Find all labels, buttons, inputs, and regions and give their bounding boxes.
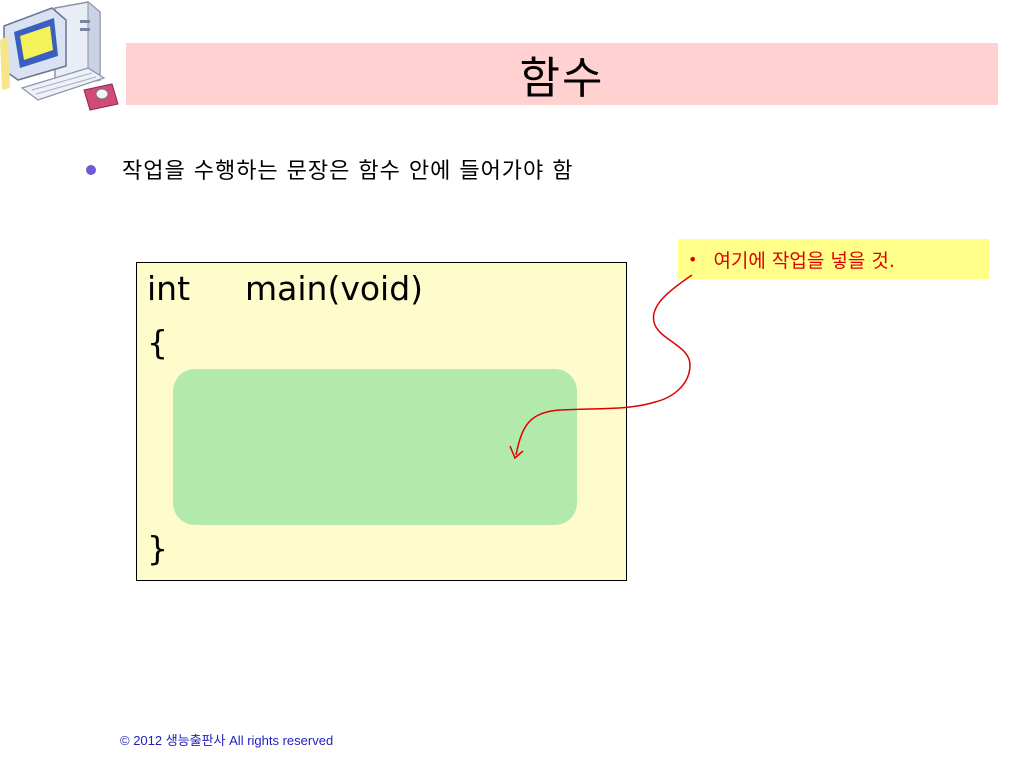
footer-copyright: © 2012 생능출판사 All rights reserved <box>120 733 334 748</box>
function-body-area <box>173 369 577 525</box>
computer-clipart-icon <box>0 0 119 111</box>
code-close-brace: } <box>147 529 168 568</box>
callout-box: • 여기에 작업을 넣을 것. <box>678 239 989 279</box>
code-keyword: int <box>147 269 191 308</box>
bullet-dot-icon <box>86 165 96 175</box>
code-open-brace: { <box>147 323 168 362</box>
code-function-signature: main(void) <box>245 269 424 308</box>
callout-text: 여기에 작업을 넣을 것. <box>713 249 895 272</box>
title-bar: 함수 <box>126 43 998 105</box>
bullet-item: 작업을 수행하는 문장은 함수 안에 들어가야 함 <box>86 153 574 185</box>
code-box: int main(void) { } <box>136 262 627 581</box>
callout-bullet-icon: • <box>688 249 698 269</box>
slide-title: 함수 <box>519 53 605 104</box>
bullet-text: 작업을 수행하는 문장은 함수 안에 들어가야 함 <box>122 159 574 184</box>
code-signature-line: int main(void) <box>147 269 423 308</box>
